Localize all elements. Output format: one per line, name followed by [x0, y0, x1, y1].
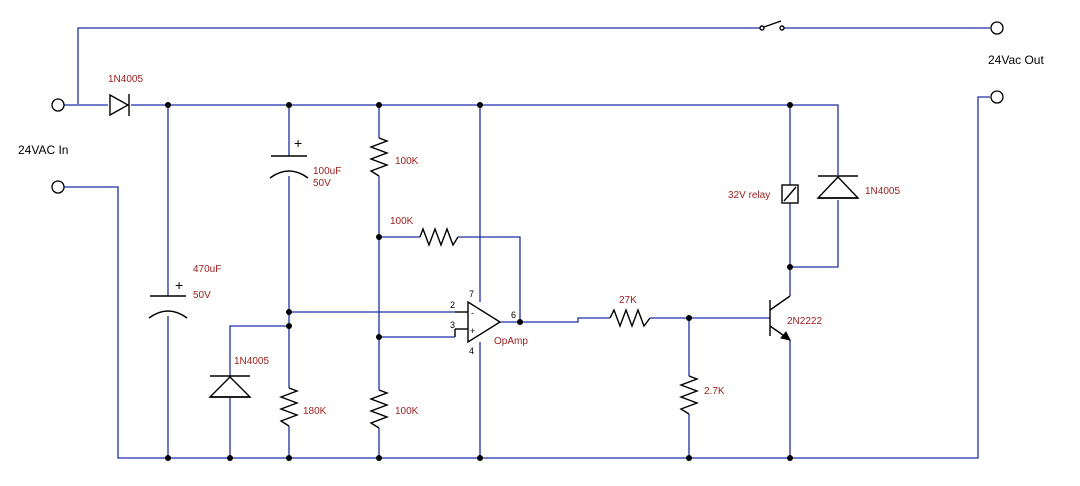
- transistor-q1-collector: [769, 295, 791, 311]
- resistor-r6-value: 2.7K: [704, 386, 725, 397]
- opamp-triangle: [467, 300, 502, 344]
- switch: [759, 20, 785, 31]
- transistor-q1-emitter-arrow: [780, 331, 791, 341]
- diode-d3-label: 1N4005: [865, 186, 900, 197]
- opamp-pin6-label: 6: [511, 310, 516, 320]
- capacitor-c2: + 100uF 50V: [269, 135, 341, 189]
- wire-c2-branch: [288, 105, 455, 313]
- junction-node: [286, 455, 292, 461]
- resistor-r5-value: 27K: [619, 295, 637, 306]
- junction-node: [286, 102, 292, 108]
- junction-node: [787, 455, 793, 461]
- input-terminal-bottom[interactable]: [51, 180, 65, 194]
- wire-flyback-branch: [790, 104, 839, 268]
- output-label: 24Vac Out: [988, 53, 1044, 67]
- resistor-r1-value: 180K: [303, 406, 327, 417]
- wire-top-switch-line: [77, 27, 990, 104]
- input-terminal-top[interactable]: [51, 98, 65, 112]
- capacitor-c2-voltage: 50V: [313, 178, 331, 189]
- resistor-r5: 27K: [609, 295, 651, 328]
- opamp-minus-sign: -: [471, 308, 474, 318]
- opamp-pin4-label: 4: [469, 346, 474, 356]
- junction-node: [227, 455, 233, 461]
- resistor-r4-value: 100K: [395, 406, 419, 417]
- junction-node: [686, 455, 692, 461]
- resistor-r3-zigzag: [419, 227, 459, 247]
- resistor-r3: 100K: [390, 216, 459, 247]
- wire-bottom-rail: [64, 96, 990, 459]
- switch-contact-left: [759, 25, 765, 31]
- diode-d2-body: [208, 376, 252, 398]
- diode-d3-body: [816, 175, 860, 199]
- capacitor-c1-voltage: 50V: [193, 290, 211, 301]
- resistor-r6: 2.7K: [679, 375, 725, 415]
- resistor-r6-zigzag: [679, 375, 699, 415]
- wire-opamp-output: [500, 317, 770, 323]
- capacitor-c1-curved-plate: [148, 310, 188, 319]
- junction-node: [686, 315, 692, 321]
- junction-node: [286, 323, 292, 329]
- junctions: [165, 102, 793, 461]
- diode-d2: 1N4005: [208, 356, 269, 398]
- switch-lever: [763, 20, 782, 28]
- relay-k1-coil: [781, 184, 799, 204]
- opamp: - + 2 3 7 4 6 OpAmp: [450, 289, 528, 356]
- terminals: 24VAC In 24Vac Out: [18, 21, 1044, 194]
- diode-d3: 1N4005: [816, 175, 900, 199]
- junction-node: [165, 455, 171, 461]
- diode-d1-body: [109, 93, 130, 117]
- resistor-r2-zigzag: [369, 137, 389, 177]
- junction-node: [376, 334, 382, 340]
- output-terminal-bottom[interactable]: [990, 90, 1004, 104]
- wires: [64, 27, 990, 459]
- resistor-r4: 100K: [369, 389, 419, 429]
- transistor-q1: 2N2222: [769, 295, 822, 341]
- resistor-r2-value: 100K: [395, 156, 419, 167]
- junction-node: [376, 234, 382, 240]
- capacitor-c1-value: 470uF: [193, 264, 221, 275]
- diode-d1-label: 1N4005: [108, 74, 143, 85]
- junction-node: [477, 102, 483, 108]
- opamp-pin7-label: 7: [469, 289, 474, 299]
- relay-k1: 32V relay: [728, 184, 799, 204]
- opamp-pin3-label: 3: [450, 320, 455, 330]
- resistor-r4-zigzag: [369, 389, 389, 429]
- diode-d2-label: 1N4005: [234, 356, 269, 367]
- relay-k1-label: 32V relay: [728, 190, 770, 201]
- transistor-q1-label: 2N2222: [787, 316, 822, 327]
- resistor-r1-zigzag: [279, 387, 299, 427]
- resistor-r3-value: 100K: [390, 216, 414, 227]
- junction-node: [376, 102, 382, 108]
- opamp-label: OpAmp: [494, 336, 528, 347]
- junction-node: [787, 102, 793, 108]
- junction-node: [376, 455, 382, 461]
- switch-contact-right: [779, 25, 785, 31]
- resistor-r5-zigzag: [609, 308, 651, 328]
- wire-d2-r1-branch: [229, 312, 290, 458]
- capacitor-c2-curved-plate: [269, 170, 309, 179]
- junction-node: [165, 102, 171, 108]
- resistor-r1: 180K: [279, 387, 327, 427]
- capacitor-c2-value: 100uF: [313, 166, 341, 177]
- junction-node: [517, 319, 523, 325]
- junction-node: [286, 309, 292, 315]
- junction-node: [477, 455, 483, 461]
- opamp-pin2-label: 2: [450, 300, 455, 310]
- capacitor-c2-plus: +: [294, 135, 302, 151]
- opamp-plus-sign: +: [470, 326, 475, 336]
- capacitor-c1-plus: +: [175, 277, 183, 293]
- resistor-r2: 100K: [369, 137, 419, 177]
- capacitor-c1: + 470uF 50V: [148, 264, 221, 319]
- output-terminal-top[interactable]: [990, 21, 1004, 35]
- junction-node: [787, 264, 793, 270]
- input-label: 24VAC In: [18, 143, 68, 157]
- wire-feedback: [379, 236, 521, 322]
- relay-k1-coil-slash: [783, 186, 797, 202]
- diode-d1: 1N4005: [108, 74, 143, 117]
